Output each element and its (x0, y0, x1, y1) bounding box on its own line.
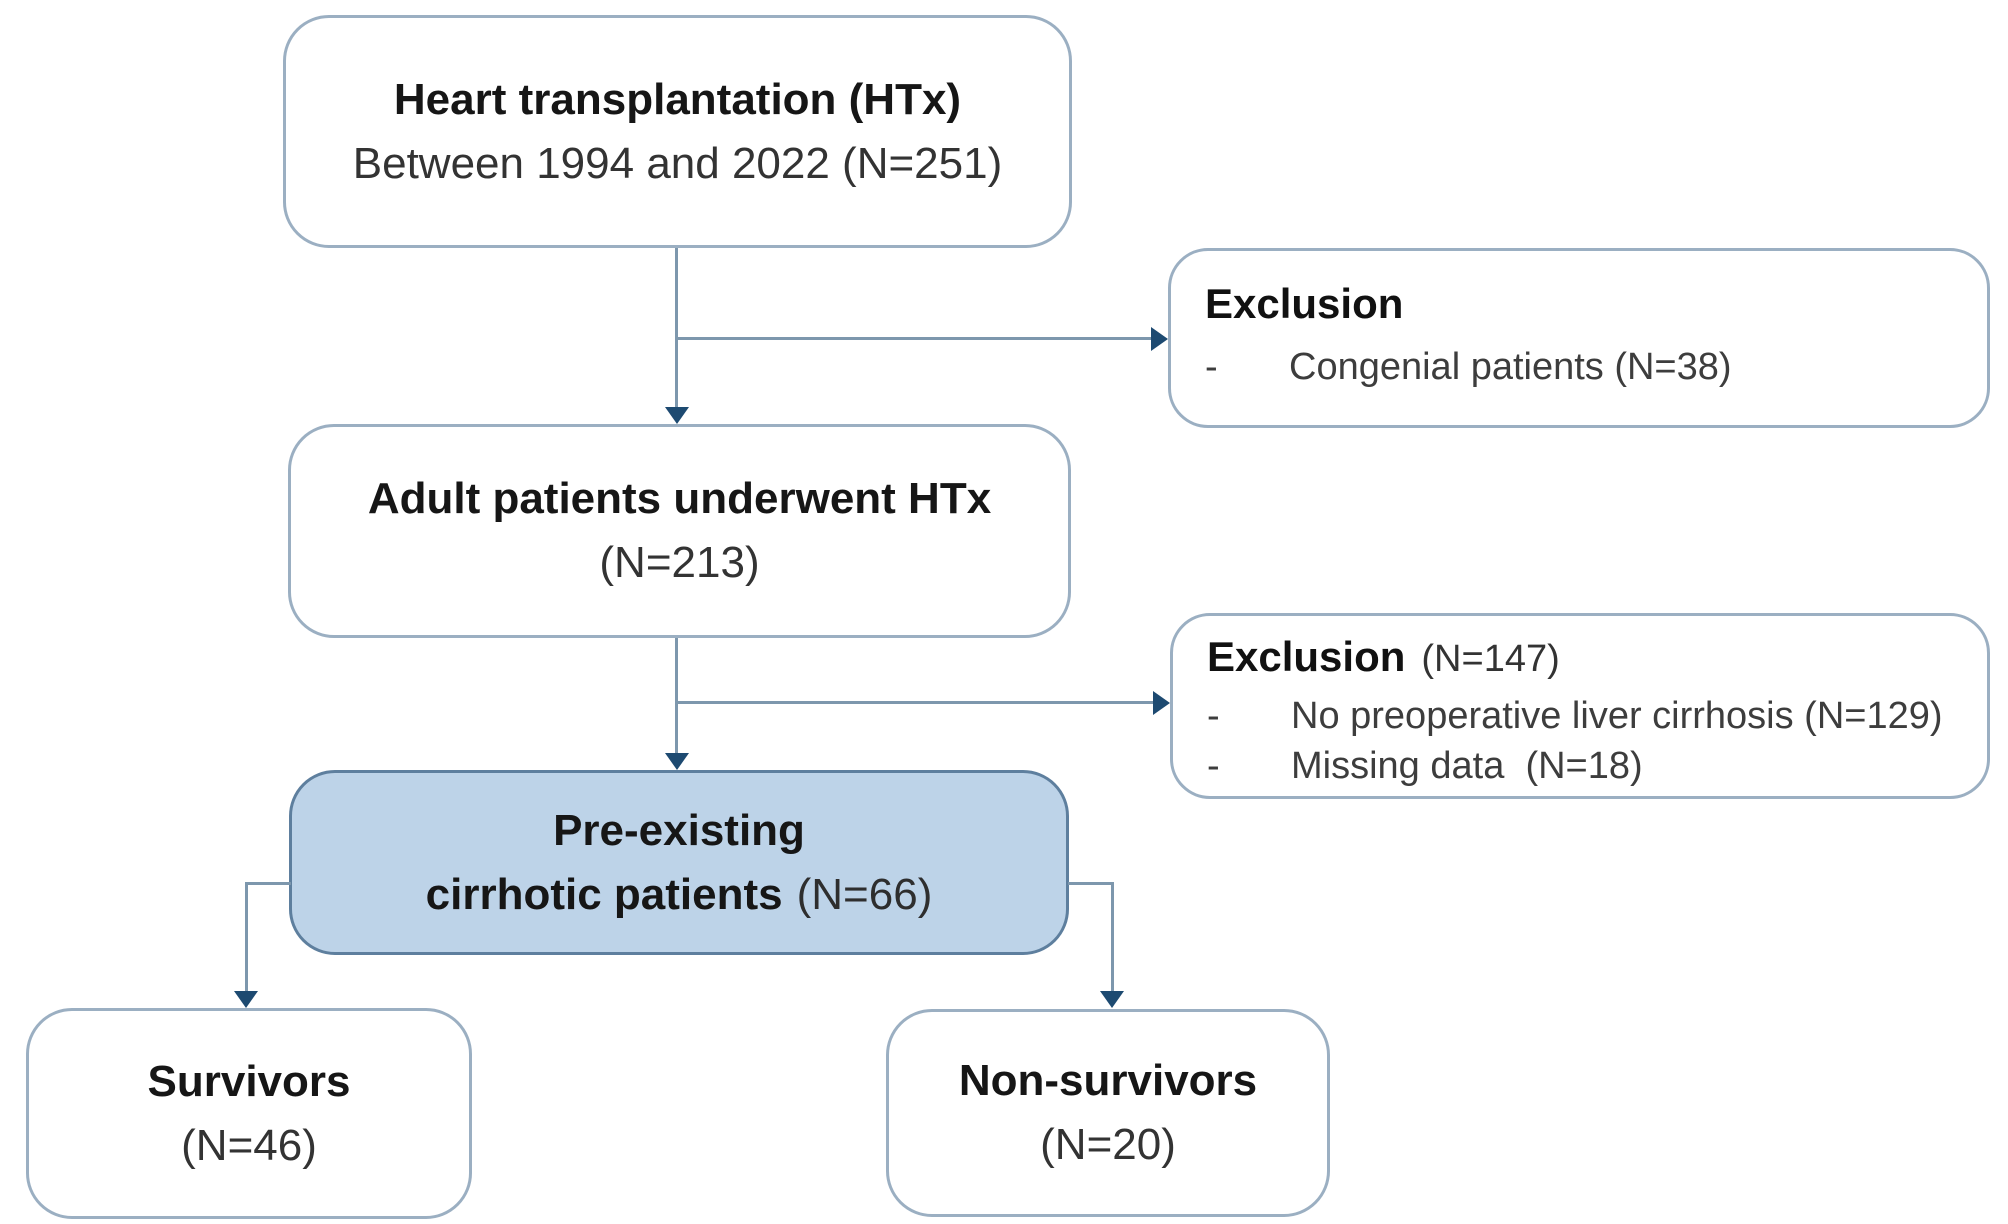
connector-cirrhotic-to-nonsurvivors-vertical (1111, 882, 1114, 992)
arrowhead-into-adult (665, 407, 689, 424)
box-exclusion-2-item-text: Missing data (N=18) (1291, 744, 1643, 787)
bullet-dash: - (1207, 695, 1220, 738)
connector-adult-to-cirrhotic-vertical (675, 638, 678, 756)
box-cirrhotic-patients-title-line2: cirrhotic patients (N=66) (426, 863, 933, 927)
connector-branch-to-exclusion-2 (677, 701, 1154, 704)
box-survivors: Survivors (N=46) (26, 1008, 472, 1219)
connector-htx-to-adult-vertical (675, 248, 678, 408)
arrowhead-into-exclusion-2 (1153, 691, 1170, 715)
box-exclusion-2-item: - Missing data (N=18) (1207, 742, 1643, 791)
box-exclusion-2-title-row: Exclusion (N=147) (1207, 632, 1560, 682)
box-exclusion-1: Exclusion - Congenial patients (N=38) (1168, 248, 1990, 428)
arrowhead-into-cirrhotic (665, 753, 689, 770)
box-non-survivors: Non-survivors (N=20) (886, 1009, 1330, 1217)
connector-cirrhotic-to-survivors-vertical (245, 882, 248, 992)
box-exclusion-2: Exclusion (N=147) - No preoperative liver… (1170, 613, 1990, 799)
box-non-survivors-title: Non-survivors (958, 1056, 1258, 1106)
box-heart-transplantation-title: Heart transplantation (HTx) (393, 74, 962, 124)
box-adult-htx: Adult patients underwent HTx (N=213) (288, 424, 1071, 638)
arrowhead-into-survivors (234, 991, 258, 1008)
box-exclusion-2-title: Exclusion (1207, 633, 1406, 680)
arrowhead-into-exclusion-1 (1151, 327, 1168, 351)
box-exclusion-1-title: Exclusion (1205, 280, 1404, 327)
connector-branch-to-exclusion-1 (677, 337, 1152, 340)
box-exclusion-1-item: - Congenial patients (N=38) (1205, 343, 1732, 392)
box-exclusion-2-item-text: No preoperative liver cirrhosis (N=129) (1291, 695, 1943, 738)
box-exclusion-2-item: - No preoperative liver cirrhosis (N=129… (1207, 692, 1943, 741)
connector-cirrhotic-to-survivors-horizontal (245, 882, 291, 885)
box-survivors-title: Survivors (147, 1056, 351, 1106)
box-cirrhotic-patients-title-line1: Pre-existing (553, 805, 805, 855)
box-adult-htx-title: Adult patients underwent HTx (367, 474, 992, 524)
box-heart-transplantation-subtitle: Between 1994 and 2022 (N=251) (352, 138, 1003, 188)
box-non-survivors-count: (N=20) (1040, 1120, 1176, 1169)
connector-cirrhotic-to-nonsurvivors-horizontal (1068, 882, 1114, 885)
box-exclusion-1-item-text: Congenial patients (N=38) (1289, 346, 1732, 389)
box-survivors-count: (N=46) (181, 1120, 317, 1170)
bullet-dash: - (1207, 744, 1220, 787)
box-exclusion-2-title-count: (N=147) (1421, 638, 1560, 680)
bullet-dash: - (1205, 346, 1218, 389)
box-cirrhotic-patients-title-bold: cirrhotic patients (425, 869, 783, 919)
box-heart-transplantation: Heart transplantation (HTx) Between 1994… (283, 15, 1072, 248)
box-adult-htx-subtitle: (N=213) (599, 538, 760, 587)
box-cirrhotic-patients: Pre-existing cirrhotic patients (N=66) (289, 770, 1069, 955)
box-cirrhotic-patients-count: (N=66) (796, 869, 933, 919)
arrowhead-into-nonsurvivors (1100, 991, 1124, 1008)
